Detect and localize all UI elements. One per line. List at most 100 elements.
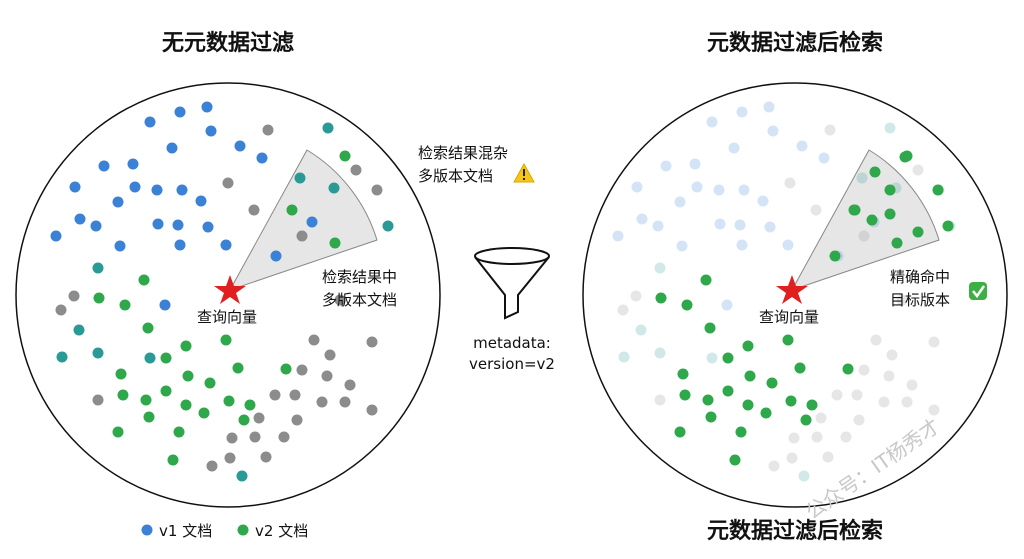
other-doc-dot: [928, 404, 940, 416]
filter-label-2: version=v2: [469, 355, 555, 373]
v1-doc-dot: [144, 116, 156, 128]
v2-doc-dot: [702, 394, 714, 406]
v2-doc-dot: [173, 426, 185, 438]
other-doc-dot: [824, 124, 836, 136]
other-doc-dot: [870, 334, 882, 346]
v1-doc-dot: [256, 152, 268, 164]
other-doc-dot: [289, 389, 301, 401]
v2-hit-dot: [899, 151, 911, 163]
left-query-label: 查询向量: [197, 308, 257, 326]
other-doc-dot: [630, 290, 642, 302]
v1-doc-dot: [764, 221, 776, 233]
v2-doc-dot: [112, 426, 124, 438]
v1-doc-dot: [767, 125, 779, 137]
right-dots: [612, 101, 956, 482]
other-doc-dot: [248, 204, 260, 216]
v1-doc-dot: [166, 142, 178, 154]
v2-doc-dot: [244, 399, 256, 411]
v2-hit-dot: [829, 250, 841, 262]
v2-doc-dot: [729, 454, 741, 466]
mixed-doc-dot: [635, 324, 647, 336]
v1-doc-dot: [612, 230, 624, 242]
left-sector-label-2: 多版本文档: [322, 291, 397, 309]
other-doc-dot: [858, 230, 870, 242]
v2-doc-dot: [766, 377, 778, 389]
left-retrieval-sector: [228, 149, 378, 291]
other-doc-dot: [822, 451, 834, 463]
v2-doc-dot: [115, 368, 127, 380]
other-doc-dot: [222, 177, 234, 189]
v2-doc-dot: [722, 385, 734, 397]
v2-doc-dot: [735, 426, 747, 438]
mixed-doc-dot: [618, 351, 630, 363]
v1-doc-dot: [129, 181, 141, 193]
v2-hit-dot: [849, 204, 861, 216]
v1-doc-dot: [152, 218, 164, 230]
mixed-doc-dot: [382, 220, 394, 232]
v2-doc-dot: [677, 368, 689, 380]
other-doc-dot: [366, 336, 378, 348]
v2-doc-dot: [238, 414, 250, 426]
mixed-doc-dot: [322, 122, 334, 134]
funnel-icon: [474, 247, 550, 320]
other-doc-dot: [840, 431, 852, 443]
legend-v2-dot: [237, 524, 249, 536]
v2-doc-dot: [93, 292, 105, 304]
v2-doc-dot: [198, 407, 210, 419]
v2-hit-dot: [912, 226, 924, 238]
left-dots: [50, 101, 394, 482]
v2-doc-dot: [180, 340, 192, 352]
other-doc-dot: [206, 460, 218, 472]
right-title: 元数据过滤后检索: [707, 30, 883, 56]
other-doc-dot: [906, 379, 918, 391]
v2-doc-dot: [679, 389, 691, 401]
v1-doc-dot: [205, 125, 217, 137]
other-doc-dot: [260, 451, 272, 463]
v1-doc-dot: [174, 239, 186, 251]
v1-doc-dot: [676, 240, 688, 252]
v2-doc-dot: [742, 340, 754, 352]
v2-doc-dot: [143, 411, 155, 423]
other-doc-dot: [321, 370, 333, 382]
v1-doc-dot: [50, 230, 62, 242]
mixed-doc-dot: [294, 172, 306, 184]
other-doc-dot: [810, 204, 822, 216]
callout-label-1: 检索结果混杂: [418, 144, 508, 162]
v1-doc-dot: [652, 220, 664, 232]
other-doc-dot: [296, 230, 308, 242]
other-doc-dot: [55, 304, 67, 316]
legend-v1-dot: [141, 524, 153, 536]
mixed-doc-dot: [856, 172, 868, 184]
v1-doc-dot: [74, 213, 86, 225]
v2-doc-dot: [655, 292, 667, 304]
v1-doc-dot: [736, 106, 748, 118]
v2-doc-dot: [704, 322, 716, 334]
other-doc-dot: [308, 334, 320, 346]
v1-doc-dot: [174, 106, 186, 118]
v2-doc-dot: [223, 395, 235, 407]
v2-doc-dot: [705, 411, 717, 423]
other-doc-dot: [617, 304, 629, 316]
other-doc-dot: [366, 404, 378, 416]
v2-doc-dot: [232, 362, 244, 374]
legend-v2-label: v2 文档: [255, 522, 308, 540]
v2-hit-dot: [932, 184, 944, 196]
v2-doc-dot: [842, 363, 854, 375]
v1-doc-dot: [195, 195, 207, 207]
query-star-icon: [214, 275, 246, 304]
v1-doc-dot: [782, 239, 794, 251]
v2-doc-dot: [182, 370, 194, 382]
v2-doc-dot: [700, 274, 712, 286]
v2-doc-dot: [117, 389, 129, 401]
v1-doc-dot: [757, 195, 769, 207]
v2-doc-dot: [785, 395, 797, 407]
v2-doc-dot: [160, 352, 172, 364]
v2-doc-dot: [160, 385, 172, 397]
query-star-icon: [776, 275, 808, 304]
mixed-doc-dot: [654, 262, 666, 274]
other-doc-dot: [784, 177, 796, 189]
v1-doc-dot: [660, 160, 672, 172]
v2-doc-dot: [220, 334, 232, 346]
v1-doc-dot: [98, 160, 110, 172]
